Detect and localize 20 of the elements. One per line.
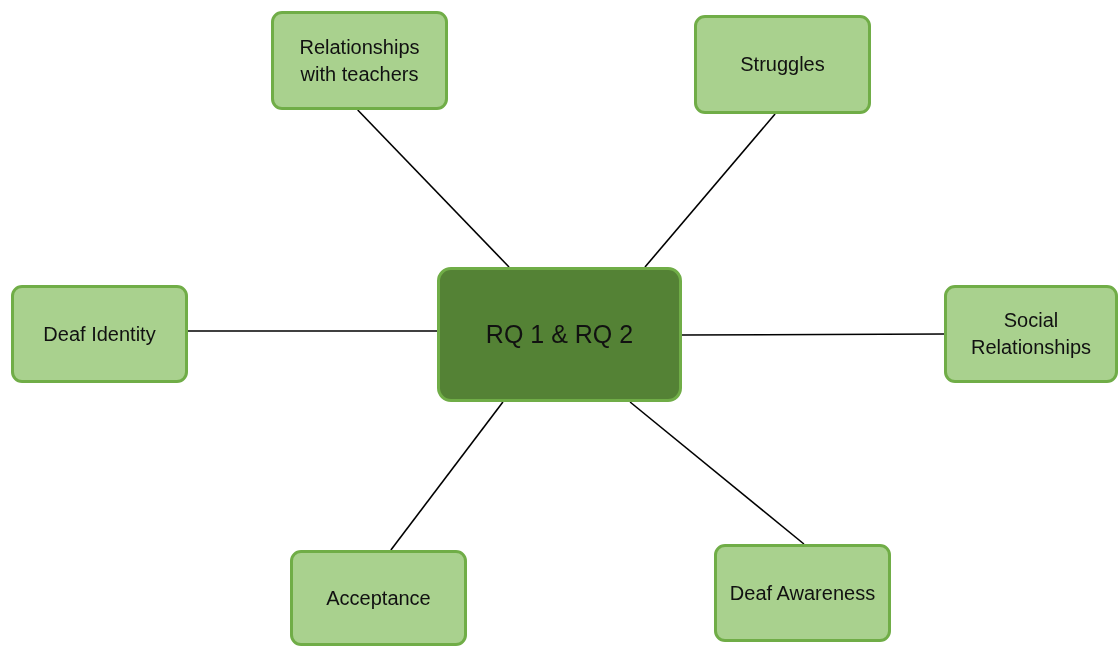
topic-label: Deaf Awareness [728, 580, 877, 606]
topic-label: Struggles [739, 52, 826, 77]
connector-line [187, 330, 438, 332]
topic-box [290, 550, 467, 646]
connector-line [644, 113, 776, 268]
connector-line [681, 333, 945, 336]
topic-label: Deaf Identity [42, 321, 157, 347]
topic-box [944, 285, 1118, 383]
topic-box [694, 15, 871, 114]
connector-line [629, 401, 805, 545]
topic-label: Acceptance [325, 585, 432, 611]
central-topic-box [437, 267, 682, 402]
connector-line [356, 109, 510, 268]
connector-line [390, 401, 504, 551]
topic-box [11, 285, 188, 383]
topic-box [271, 11, 448, 110]
topic-label: Relationships with teachers [298, 34, 421, 87]
topic-box [714, 544, 891, 642]
topic-label: RQ 1 & RQ 2 [484, 321, 635, 348]
topic-label: Social Relationships [969, 308, 1093, 360]
